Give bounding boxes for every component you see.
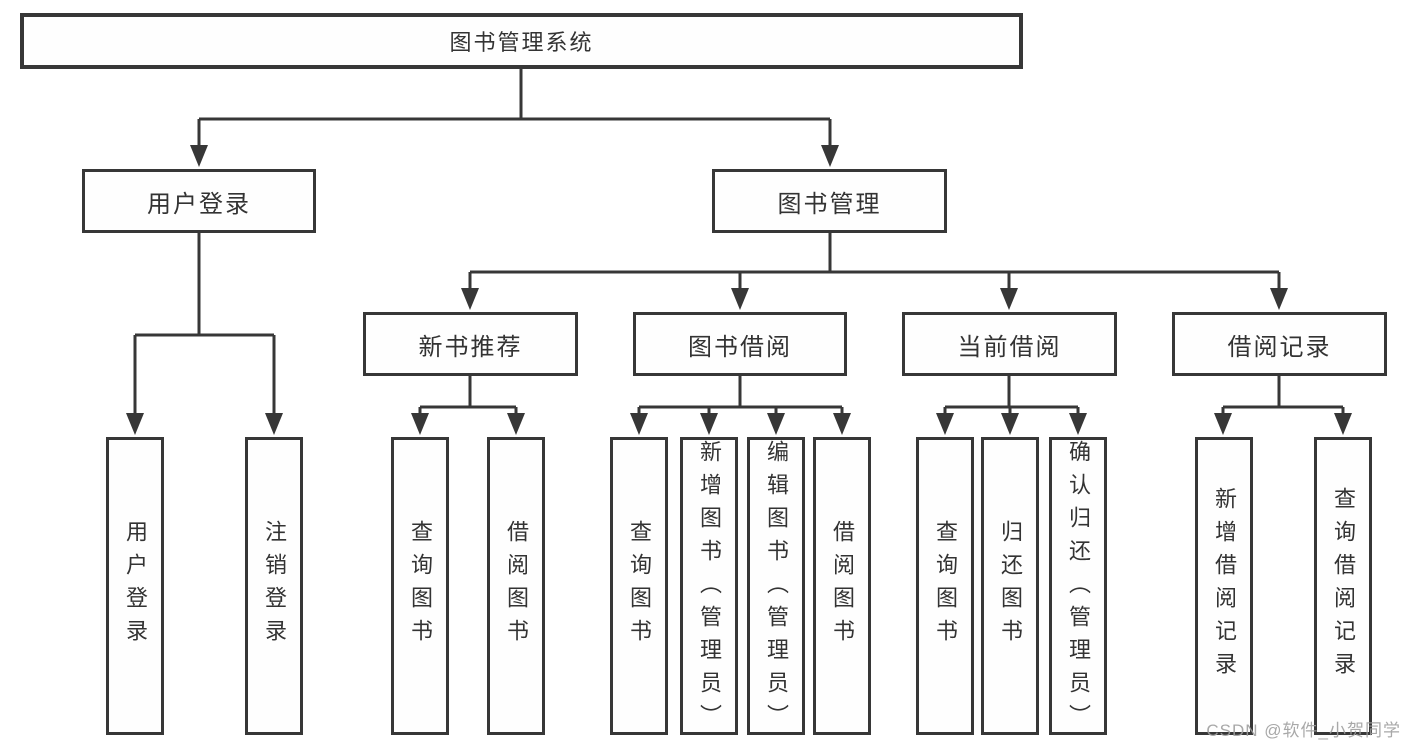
diagram-leaf-query-borrow-record: 查询借阅记录 [1314, 437, 1372, 735]
arrowhead [630, 413, 648, 435]
arrowhead [700, 413, 718, 435]
arrowhead [1001, 413, 1019, 435]
diagram-leaf-query-books-current: 查询图书 [916, 437, 974, 735]
arrowhead [1334, 413, 1352, 435]
diagram-node-new-book-recommend: 新书推荐 [363, 312, 578, 376]
diagram-leaf-logout: 注销登录 [245, 437, 303, 735]
diagram-node-root: 图书管理系统 [20, 13, 1023, 69]
watermark-text: CSDN @软件_小贺同学 [1206, 721, 1401, 740]
arrowhead [1069, 413, 1087, 435]
arrowhead [461, 288, 479, 310]
arrowhead [833, 413, 851, 435]
diagram-node-current-borrowing: 当前借阅 [902, 312, 1117, 376]
diagram-leaf-edit-books-admin: 编辑图书（管理员） [747, 437, 805, 737]
arrowhead [507, 413, 525, 435]
arrowhead [1270, 288, 1288, 310]
diagram-leaf-query-books-recommend: 查询图书 [391, 437, 449, 735]
diagram-leaf-add-books-admin: 新增图书（管理员） [680, 437, 738, 737]
diagram-leaf-return-books: 归还图书 [981, 437, 1039, 735]
arrowhead [1000, 288, 1018, 310]
arrowhead [265, 413, 283, 435]
arrowhead [821, 145, 839, 167]
arrowhead [126, 413, 144, 435]
arrowhead [767, 413, 785, 435]
diagram-leaf-borrow-books-recommend: 借阅图书 [487, 437, 545, 735]
arrowhead [731, 288, 749, 310]
diagram-leaf-borrow-books: 借阅图书 [813, 437, 871, 735]
arrowhead [936, 413, 954, 435]
diagram-leaf-user-login: 用户登录 [106, 437, 164, 735]
diagram-leaf-query-books-borrowing: 查询图书 [610, 437, 668, 735]
arrowhead [190, 145, 208, 167]
diagram-node-user-login: 用户登录 [82, 169, 316, 233]
diagram-node-book-management: 图书管理 [712, 169, 947, 233]
arrowhead [411, 413, 429, 435]
diagram-leaf-confirm-return-admin: 确认归还（管理员） [1049, 437, 1107, 737]
diagram-leaf-add-borrow-record: 新增借阅记录 [1195, 437, 1253, 735]
arrowhead [1214, 413, 1232, 435]
diagram-node-borrowing-records: 借阅记录 [1172, 312, 1387, 376]
diagram-node-book-borrowing: 图书借阅 [633, 312, 847, 376]
